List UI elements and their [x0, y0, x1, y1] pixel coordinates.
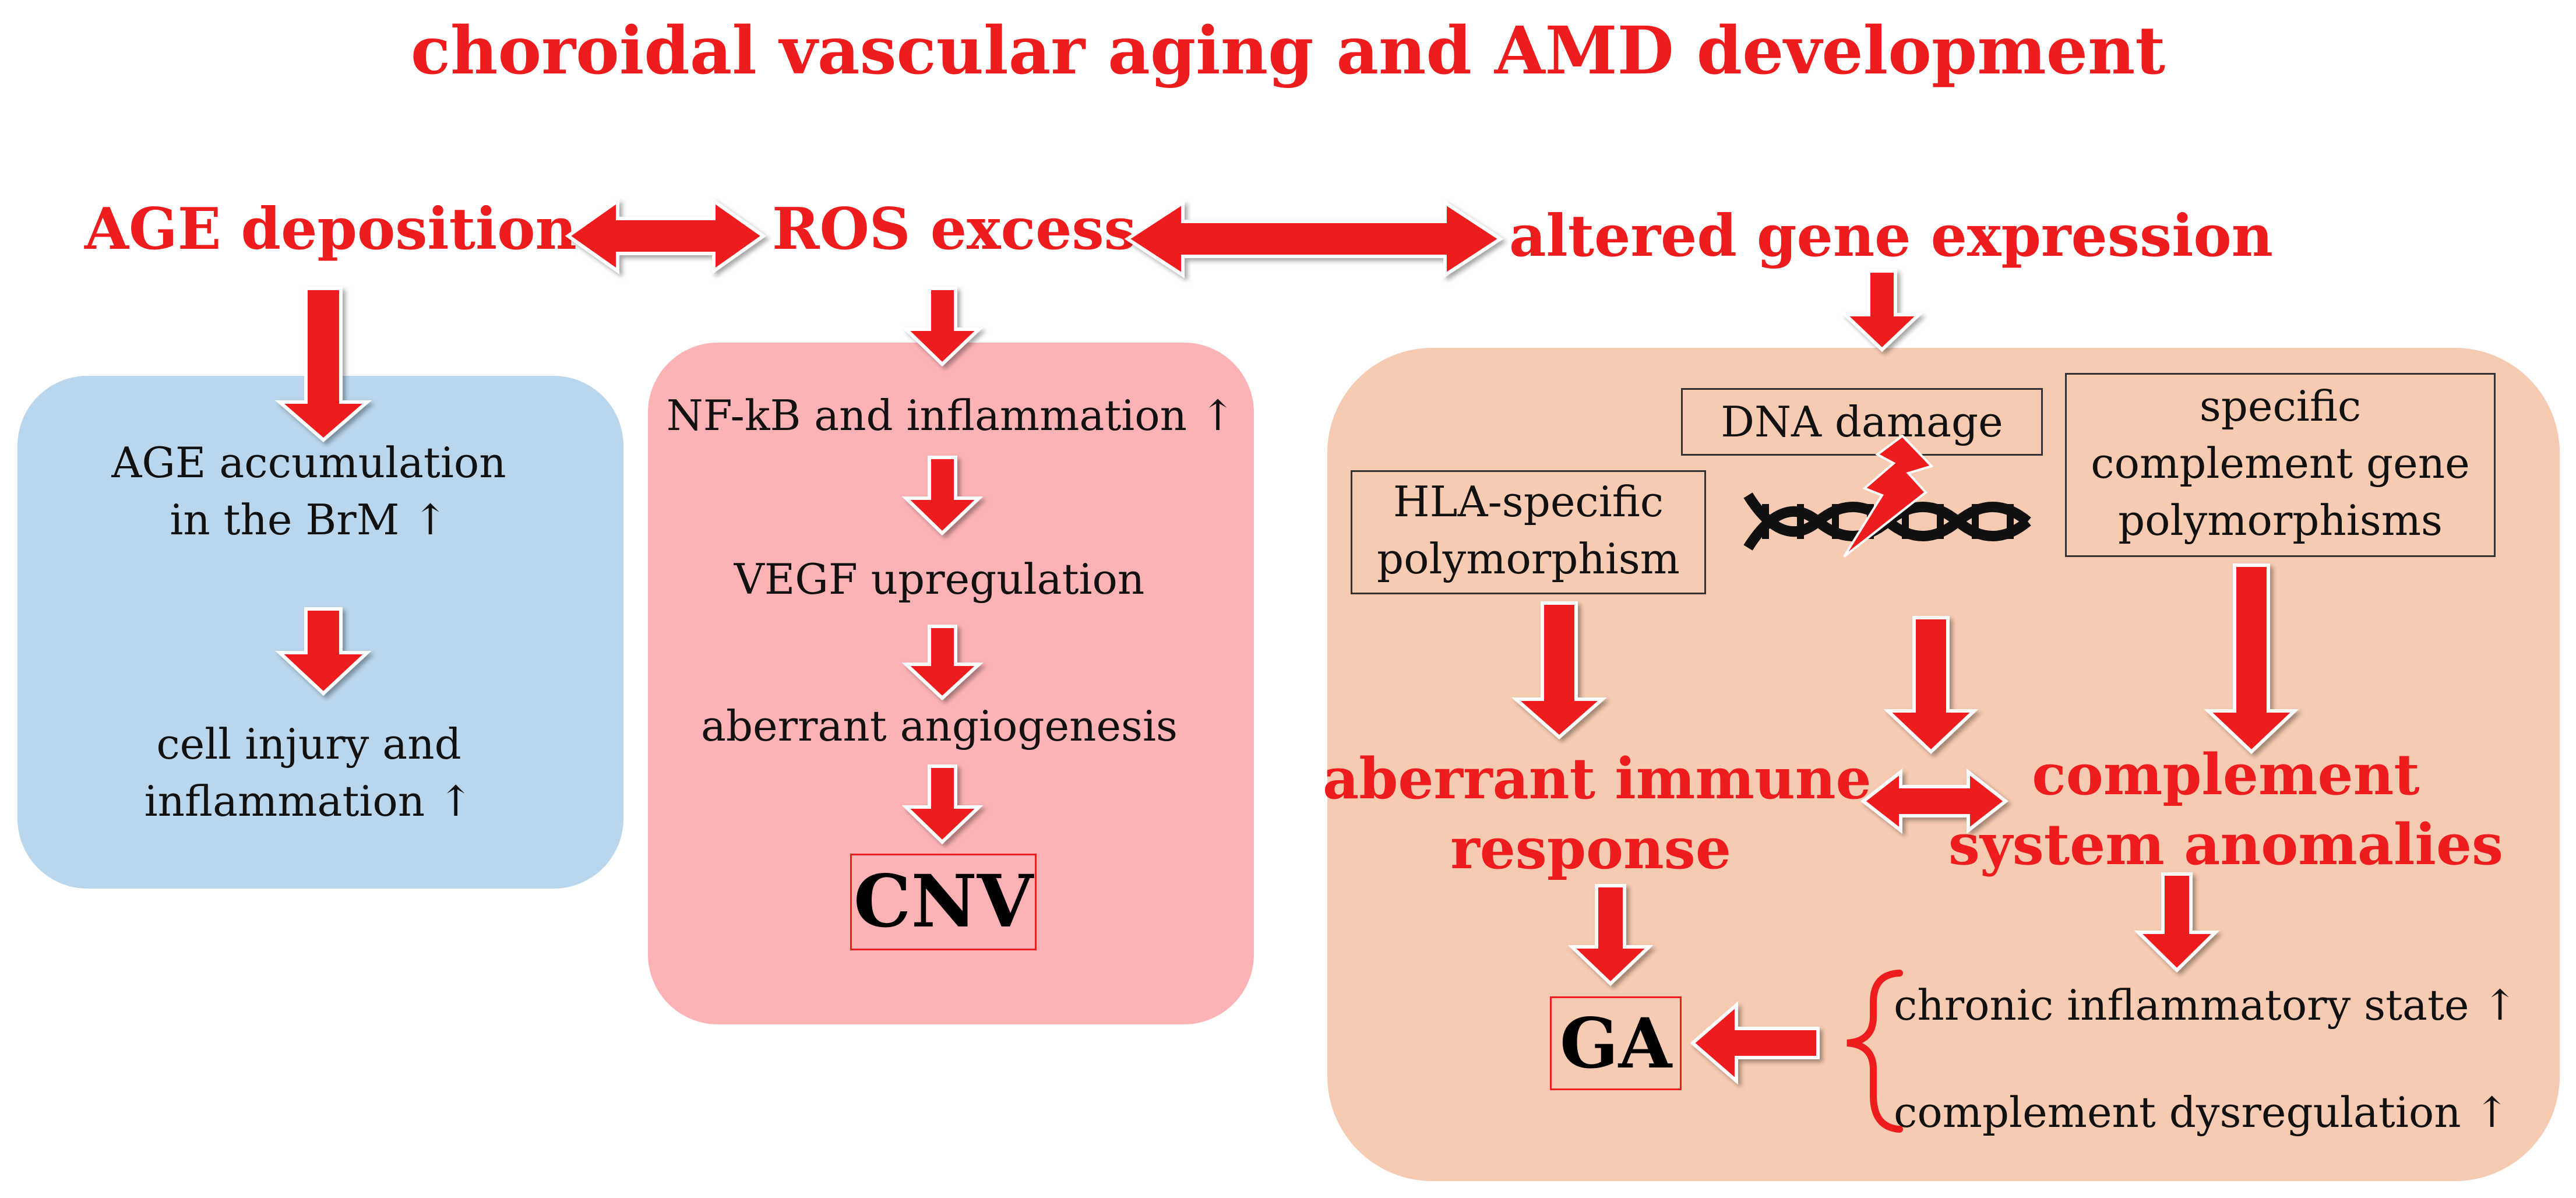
brace [1846, 970, 1903, 1133]
complement-system-anomalies-text: complement system anomalies [1946, 740, 2505, 880]
arrow-down-age-accumulation [274, 287, 372, 442]
complement-line2: complement gene [2091, 439, 2470, 488]
ga-box: GA [1550, 996, 1682, 1090]
system-line1: complement [2032, 742, 2420, 808]
arrow-down-immune-response [1567, 884, 1654, 986]
cnv-box: CNV [850, 854, 1037, 950]
arrow-down-hla [1511, 601, 1607, 739]
age-accumulation-text: AGE accumulation in the BrM ↑ [35, 434, 583, 548]
arrow-down-cnv [901, 764, 984, 845]
chronic-inflammatory-text: chronic inflammatory state ↑ [1894, 981, 2518, 1030]
diagram-title: choroidal vascular aging and AMD develop… [410, 13, 2166, 89]
arrow-down-vegf [901, 456, 984, 536]
system-line2: system anomalies [1948, 812, 2504, 878]
arrow-down-cell-injury [275, 607, 372, 696]
gene-panel [1327, 348, 2560, 1181]
arrow-down-angiogenesis [901, 625, 984, 701]
dna-damage-box: DNA damage [1681, 388, 2043, 456]
header-ros-excess: ROS excess [772, 196, 1136, 263]
age-accumulation-line1: AGE accumulation [111, 438, 506, 487]
hla-line2: polymorphism [1377, 534, 1680, 583]
complement-polymorphisms-box: specific complement gene polymorphisms [2065, 373, 2496, 557]
arrow-down-nfkb [901, 287, 984, 367]
nfkb-text: NF-kB and inflammation ↑ [666, 391, 1236, 440]
double-arrow-immune-complement [1860, 768, 2008, 834]
arrow-down-system-anomalies [2134, 872, 2220, 973]
lightning-bolt-icon [1843, 434, 1934, 558]
aberrant-immune-response-text: aberrant immune response [1323, 744, 1872, 884]
complement-line3: polymorphisms [2118, 496, 2443, 545]
arrow-down-gene-panel [1841, 269, 1923, 353]
complement-line1: specific [2199, 382, 2362, 431]
hla-line1: HLA-specific [1393, 477, 1664, 526]
cell-injury-text: cell injury and inflammation ↑ [35, 716, 583, 830]
age-accumulation-line2: in the BrM ↑ [170, 495, 448, 544]
angiogenesis-text: aberrant angiogenesis [701, 702, 1178, 750]
header-altered-gene-expression: altered gene expression [1509, 203, 2274, 270]
arrow-down-dna [1883, 616, 1979, 755]
vegf-text: VEGF upregulation [734, 555, 1145, 604]
cell-injury-line1: cell injury and [156, 720, 461, 769]
complement-dysregulation-text: complement dysregulation ↑ [1894, 1088, 2510, 1137]
arrow-down-complement [2204, 563, 2299, 755]
cell-injury-line2: inflammation ↑ [144, 777, 474, 826]
immune-line1: aberrant immune [1323, 746, 1872, 812]
header-age-deposition: AGE deposition [84, 196, 577, 263]
double-arrow-ros-gene [1124, 199, 1504, 279]
double-arrow-age-ros [565, 198, 767, 274]
hla-polymorphism-box: HLA-specific polymorphism [1351, 470, 1706, 594]
immune-line2: response [1450, 816, 1731, 882]
arrow-left-to-ga [1690, 1001, 1820, 1085]
